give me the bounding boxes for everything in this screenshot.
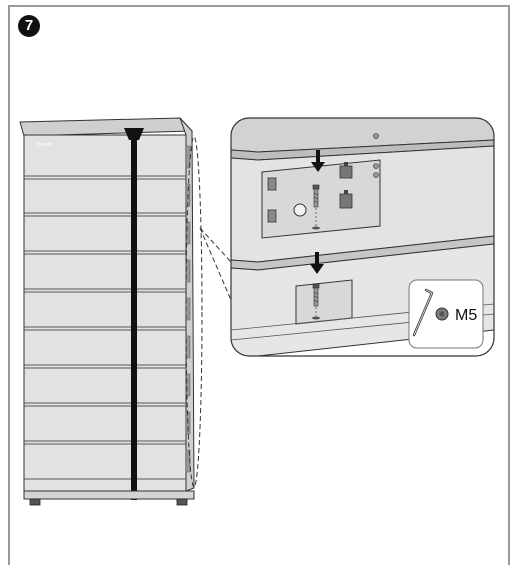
screw-size-label: M5 xyxy=(455,307,477,324)
battery-stack: Dyness xyxy=(19,117,195,506)
callout-lines xyxy=(185,136,232,488)
hardware-inset: M5 xyxy=(408,279,484,349)
left-foot xyxy=(29,498,41,506)
right-foot xyxy=(176,498,188,506)
screw-head-icon xyxy=(435,307,449,321)
arrow-down-icon xyxy=(310,252,324,274)
screw-bottom xyxy=(312,283,320,320)
stack-base xyxy=(23,490,195,500)
center-stripe xyxy=(131,138,137,500)
page-frame xyxy=(8,5,510,565)
stripe-cap xyxy=(124,128,144,140)
arrow-down-icon xyxy=(311,150,325,172)
brand-logo: Dyness xyxy=(36,142,53,148)
screw-top xyxy=(312,184,320,230)
step-number-badge: 7 xyxy=(18,15,40,37)
module-dividers xyxy=(24,175,186,480)
hex-key-icon xyxy=(412,288,434,337)
